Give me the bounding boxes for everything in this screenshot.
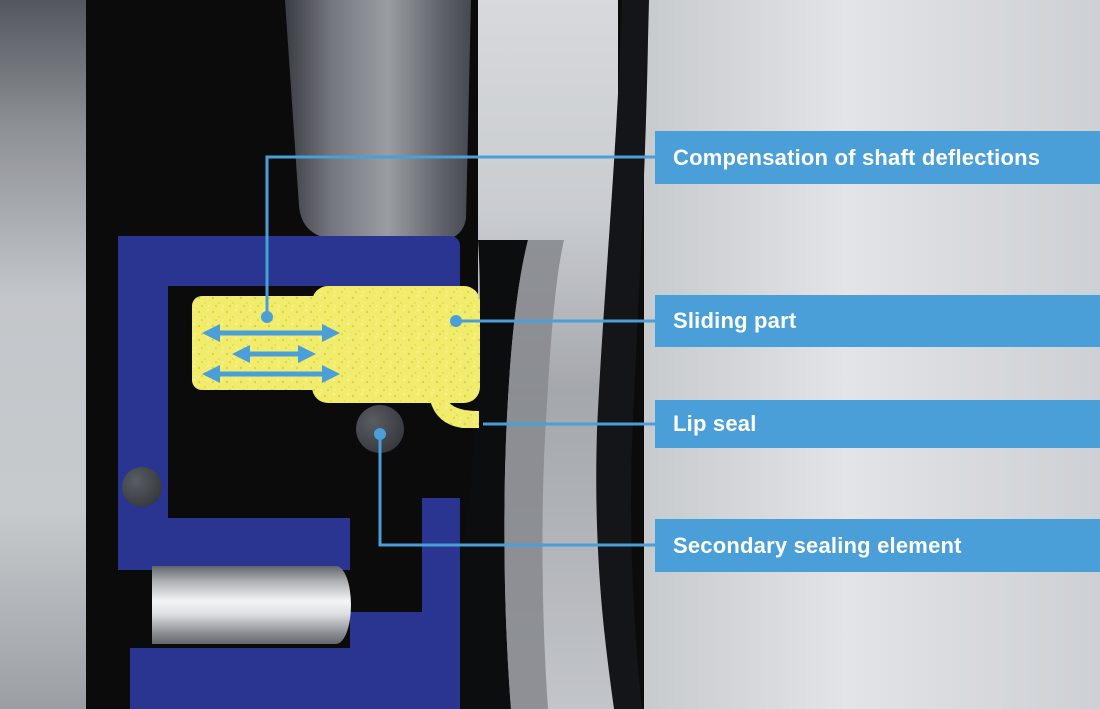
leader-dot-sliding-part <box>450 315 462 327</box>
arrow-head-icon <box>202 365 220 383</box>
leader-dot-compensation <box>261 311 273 323</box>
label-text-secondary-sealing-element: Secondary sealing element <box>673 532 962 558</box>
machine-housing-left <box>0 0 106 709</box>
housing-edge-shadow <box>596 0 649 709</box>
sliding-part-yellow <box>192 286 480 428</box>
leader-dot-secondary-seal <box>374 428 386 440</box>
leader-line-secondary-seal <box>378 440 655 547</box>
o-rings <box>122 405 404 507</box>
sliding-part-right-block <box>312 286 480 403</box>
label-text-lip-seal: Lip seal <box>673 411 757 436</box>
arrow-head-icon <box>232 345 250 363</box>
seat-curve <box>504 240 564 709</box>
arrow-head-icon <box>202 324 220 342</box>
left-o-ring <box>122 467 162 507</box>
housing-bottom-bar <box>118 518 350 570</box>
label-text-sliding-part: Sliding part <box>673 308 797 333</box>
leader-line-compensation <box>265 155 655 312</box>
label-bar-secondary-sealing-element: Secondary sealing element <box>655 519 1100 572</box>
label-bar-compensation: Compensation of shaft deflections <box>655 131 1100 184</box>
cavity-wedge <box>448 240 528 709</box>
shaft-top <box>285 0 471 242</box>
arrow-head-icon <box>298 345 316 363</box>
label-bar-lip-seal: Lip seal <box>655 400 1100 448</box>
housing-top-bar <box>118 236 460 286</box>
bottom-shaft-body <box>152 566 336 644</box>
shaft-bottom <box>152 566 351 644</box>
label-text-compensation: Compensation of shaft deflections <box>673 144 1041 170</box>
lip-seal-shape <box>430 399 479 428</box>
label-bar-sliding-part: Sliding part <box>655 295 1100 347</box>
sliding-part-left-block <box>192 296 326 390</box>
bottom-shaft-cap <box>321 566 351 644</box>
arrow-head-icon <box>322 324 340 342</box>
arrow-head-icon <box>322 365 340 383</box>
leader-lines <box>261 155 655 547</box>
left-gray-band <box>0 0 86 709</box>
housing-bottom-block-left <box>130 648 352 709</box>
seal-housing-blue <box>118 236 460 709</box>
housing-bottom-block-right <box>350 612 460 709</box>
motion-arrows <box>202 324 340 383</box>
